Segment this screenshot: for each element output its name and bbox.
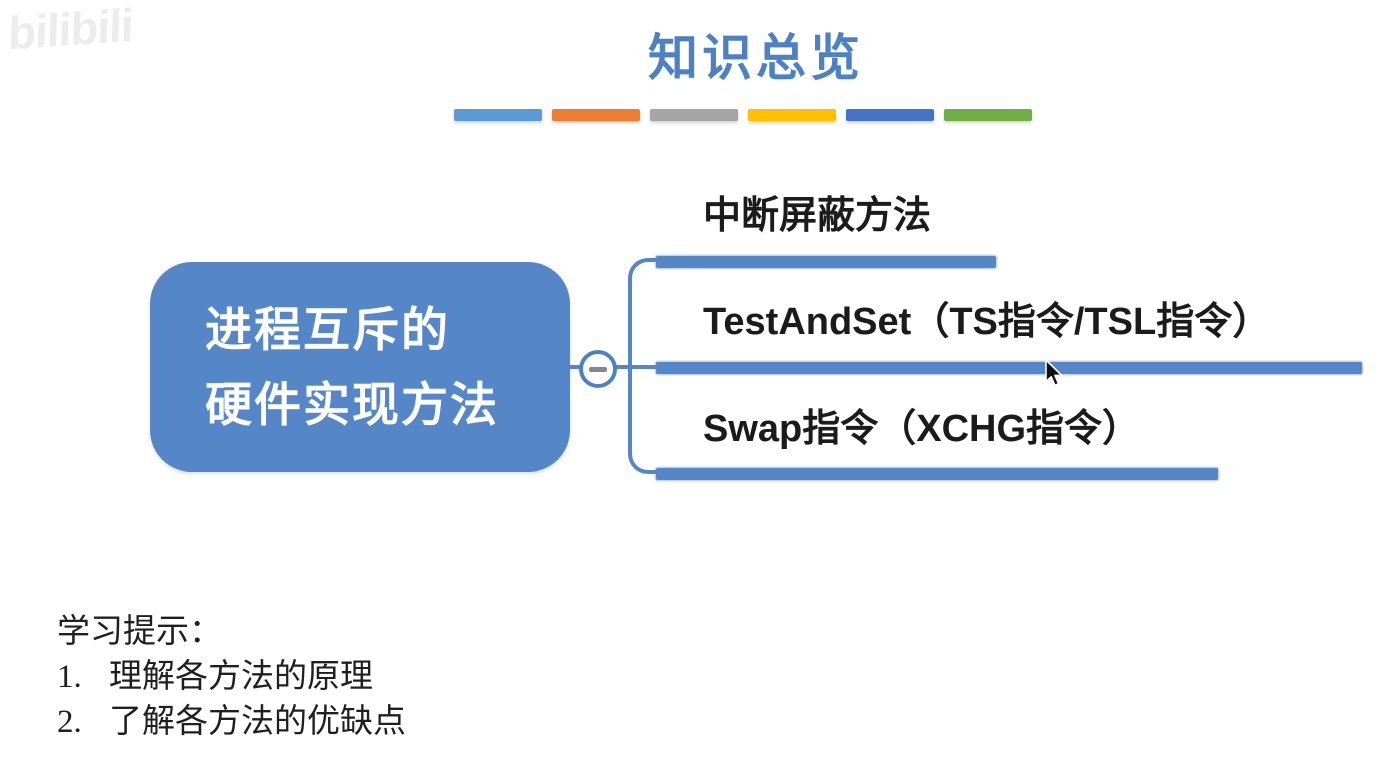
list-item-text: 了解各方法的优缺点	[109, 704, 406, 740]
branch-underline	[656, 256, 996, 268]
divider-bar	[748, 109, 836, 121]
divider-bar	[552, 109, 640, 121]
branch-label-testandset: TestAndSet（TS指令/TSL指令）	[703, 301, 1271, 343]
notes-heading: 学习提示：	[57, 614, 222, 650]
branch-underline	[656, 468, 1218, 480]
root-node-label: 进程互斥的 硬件实现方法	[205, 303, 499, 431]
title-divider	[454, 109, 1032, 121]
watermark-text: bilibili	[7, 0, 134, 60]
learning-notes: 学习提示： 1. 理解各方法的原理 2. 了解各方法的优缺点	[57, 610, 406, 745]
branch-bracket	[628, 258, 662, 474]
divider-bar	[846, 109, 934, 121]
divider-bar	[454, 109, 542, 121]
minus-icon	[589, 366, 607, 372]
branch-underline	[656, 362, 1362, 374]
list-item-text: 理解各方法的原理	[109, 659, 373, 695]
divider-bar	[650, 109, 738, 121]
page-title: 知识总览	[648, 30, 864, 86]
list-item: 2. 了解各方法的优缺点	[57, 700, 406, 745]
collapse-toggle[interactable]	[579, 350, 617, 388]
list-item-number: 2.	[57, 704, 82, 740]
mindmap-root-node: 进程互斥的 硬件实现方法	[150, 262, 570, 472]
branch-label-interrupt-masking: 中断屏蔽方法	[703, 195, 932, 237]
list-item: 1. 理解各方法的原理	[57, 655, 406, 700]
mouse-cursor	[1045, 359, 1063, 387]
branch-label-swap: Swap指令（XCHG指令）	[703, 408, 1141, 450]
list-item-number: 1.	[57, 659, 82, 695]
bilibili-watermark: bilibili	[7, 0, 133, 60]
divider-bar	[944, 109, 1032, 121]
